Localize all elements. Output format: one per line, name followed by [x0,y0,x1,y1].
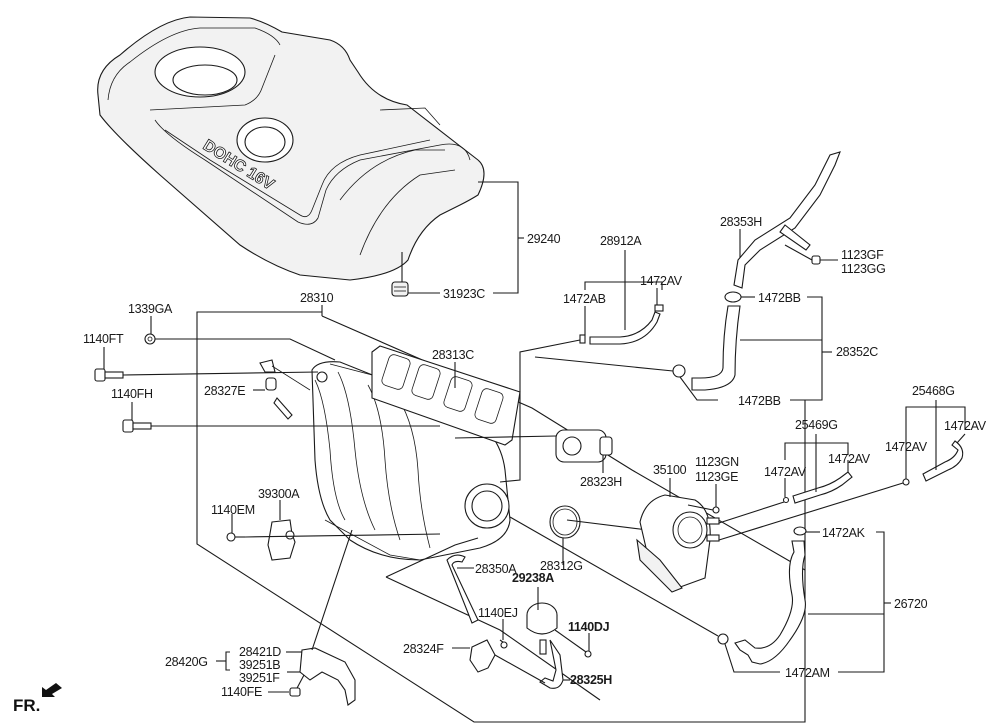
label-1140FT: 1140FT [83,332,124,346]
label-1472AV-b: 1472AV [764,465,807,479]
front-direction-indicator: FR. [13,683,62,715]
map-sensor[interactable] [267,519,296,561]
bolt-1140EM[interactable] [226,532,245,542]
label-39251B: 39251B [239,658,280,672]
manifold-throttle-flange [464,483,510,529]
clamp-1472BB-top[interactable] [724,291,742,303]
label-28353H: 28353H [720,215,762,229]
label-1140EM: 1140EM [211,503,255,517]
hose-28325H[interactable] [539,639,564,689]
label-28420G: 28420G [165,655,208,669]
label-28352C: 28352C [836,345,878,359]
label-39251F: 39251F [239,671,280,685]
label-1140FE: 1140FE [221,685,262,699]
bolt-1140FH[interactable] [122,419,152,433]
bolt-1123GN-1123GE[interactable] [687,504,720,514]
label-28350A: 28350A [475,562,517,576]
label-1123GE: 1123GE [695,470,738,484]
label-1472AV-e: 1472AV [944,419,987,433]
stay-leader [311,529,353,651]
label-1140EJ: 1140EJ [478,606,518,620]
label-31923C: 31923C [443,287,485,301]
engine-cover[interactable]: DOHC 16V [97,16,485,281]
clamp-1472AM[interactable] [717,633,729,645]
label-29238A: 29238A [512,571,554,585]
label-1472BB-top: 1472BB [758,291,801,305]
label-1123GF: 1123GF [841,248,884,262]
label-28323H: 28323H [580,475,622,489]
stay-bracket[interactable] [299,647,356,706]
bracket-28324F[interactable] [469,639,496,673]
hose-26720[interactable] [734,540,806,665]
label-25469G: 25469G [795,418,838,432]
label-1472AV-c: 1472AV [828,452,871,466]
label-1472AK: 1472AK [822,526,866,540]
front-label: FR. [13,696,40,715]
manifold-gasket[interactable] [371,345,521,446]
label-1472BB-bottom: 1472BB [738,394,781,408]
label-1472AB: 1472AB [563,292,606,306]
hose-25468G[interactable] [902,440,964,486]
label-35100: 35100 [653,463,687,477]
throttle-gasket[interactable] [549,505,581,539]
bolt-1140FT[interactable] [94,368,124,382]
label-28421D: 28421D [239,645,281,659]
clamp-1472AK[interactable] [793,526,807,536]
label-1140FH: 1140FH [111,387,153,401]
label-1472AV-a: 1472AV [640,274,683,288]
cover-grommet[interactable] [391,281,409,297]
label-1123GG: 1123GG [841,262,886,276]
bolt-1140DJ[interactable] [554,629,592,658]
solenoid-valve[interactable] [526,602,558,655]
bolt-1140EJ[interactable] [499,639,508,649]
label-28313C: 28313C [432,348,474,362]
label-28312G: 28312G [540,559,583,573]
label-1339GA: 1339GA [128,302,173,316]
bolt-1339GA[interactable] [144,333,156,345]
label-28912A: 28912A [600,234,642,248]
label-1123GN: 1123GN [695,455,739,469]
hose-25469G[interactable] [782,471,853,504]
hose-28352C[interactable] [691,305,741,391]
bolt-1140FE[interactable] [289,674,305,697]
label-28325H: 28325H [570,673,612,687]
label-28310: 28310 [300,291,334,305]
label-29240: 29240 [527,232,561,246]
label-1140DJ: 1140DJ [568,620,610,634]
label-39300A: 39300A [258,487,300,501]
hose-28350A[interactable] [446,554,479,624]
hose-28912A[interactable] [579,304,664,345]
label-28327E: 28327E [204,384,245,398]
pipe-28353H[interactable] [733,151,841,289]
label-1472AV-d: 1472AV [885,440,928,454]
vis-actuator[interactable] [555,429,613,463]
throttle-body[interactable] [636,494,720,593]
pcv-valve[interactable] [259,359,293,420]
label-28324F: 28324F [403,642,444,656]
label-26720: 26720 [894,597,928,611]
label-25468G: 25468G [912,384,955,398]
clamp-1472BB-bottom[interactable] [672,364,686,378]
label-1472AM: 1472AM [785,666,830,680]
front-arrow-icon [42,683,62,697]
